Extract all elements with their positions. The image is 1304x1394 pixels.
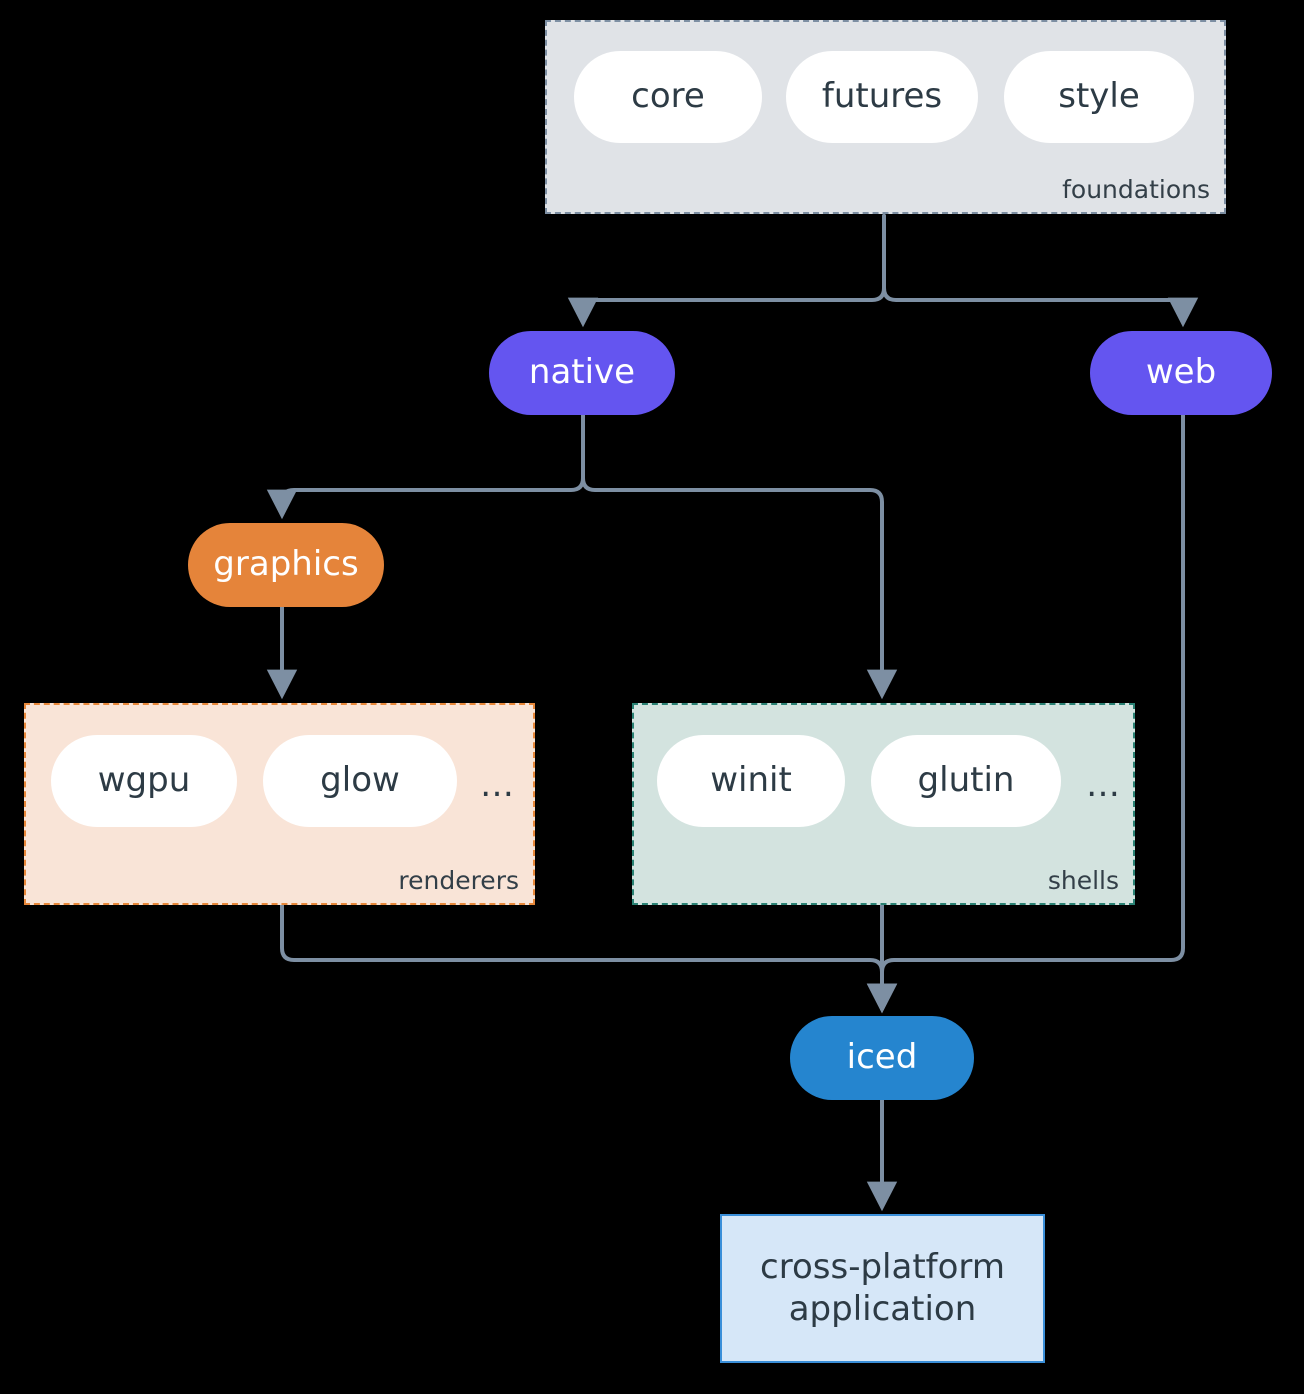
node-iced[interactable]: iced xyxy=(790,1016,974,1100)
application-label-line-1: cross-platform xyxy=(760,1247,1005,1288)
node-graphics-label: graphics xyxy=(213,544,359,585)
node-web[interactable]: web xyxy=(1090,331,1272,415)
node-graphics[interactable]: graphics xyxy=(188,523,384,607)
cluster-foundations-label: foundations xyxy=(1062,175,1210,204)
node-futures[interactable]: futures xyxy=(786,51,978,143)
node-style-label: style xyxy=(1058,76,1140,117)
edge-renderers-iced xyxy=(280,903,898,1014)
node-cross-platform-application[interactable]: cross-platform application xyxy=(720,1214,1045,1363)
node-wgpu[interactable]: wgpu xyxy=(51,735,237,827)
node-web-label: web xyxy=(1145,352,1217,393)
node-winit-label: winit xyxy=(710,760,792,801)
edge-native-shells xyxy=(581,413,898,700)
edge-foundations-web xyxy=(882,214,1199,328)
node-futures-label: futures xyxy=(821,76,943,117)
node-winit[interactable]: winit xyxy=(657,735,845,827)
node-glow-label: glow xyxy=(320,760,400,801)
node-core[interactable]: core xyxy=(574,51,762,143)
node-wgpu-label: wgpu xyxy=(97,760,191,801)
application-label-line-2: application xyxy=(788,1288,977,1329)
node-glutin[interactable]: glutin xyxy=(871,735,1061,827)
node-glow[interactable]: glow xyxy=(263,735,457,827)
node-native-label: native xyxy=(528,352,636,393)
shells-ellipsis: … xyxy=(1086,765,1121,805)
node-core-label: core xyxy=(631,76,705,117)
node-glutin-label: glutin xyxy=(917,760,1015,801)
renderers-ellipsis: … xyxy=(480,765,515,805)
edge-native-graphics xyxy=(266,413,585,520)
node-native[interactable]: native xyxy=(489,331,675,415)
cluster-renderers-label: renderers xyxy=(398,866,519,895)
edge-foundations-native xyxy=(567,214,886,328)
node-style[interactable]: style xyxy=(1004,51,1194,143)
node-iced-label: iced xyxy=(846,1037,918,1078)
cluster-shells-label: shells xyxy=(1047,866,1119,895)
